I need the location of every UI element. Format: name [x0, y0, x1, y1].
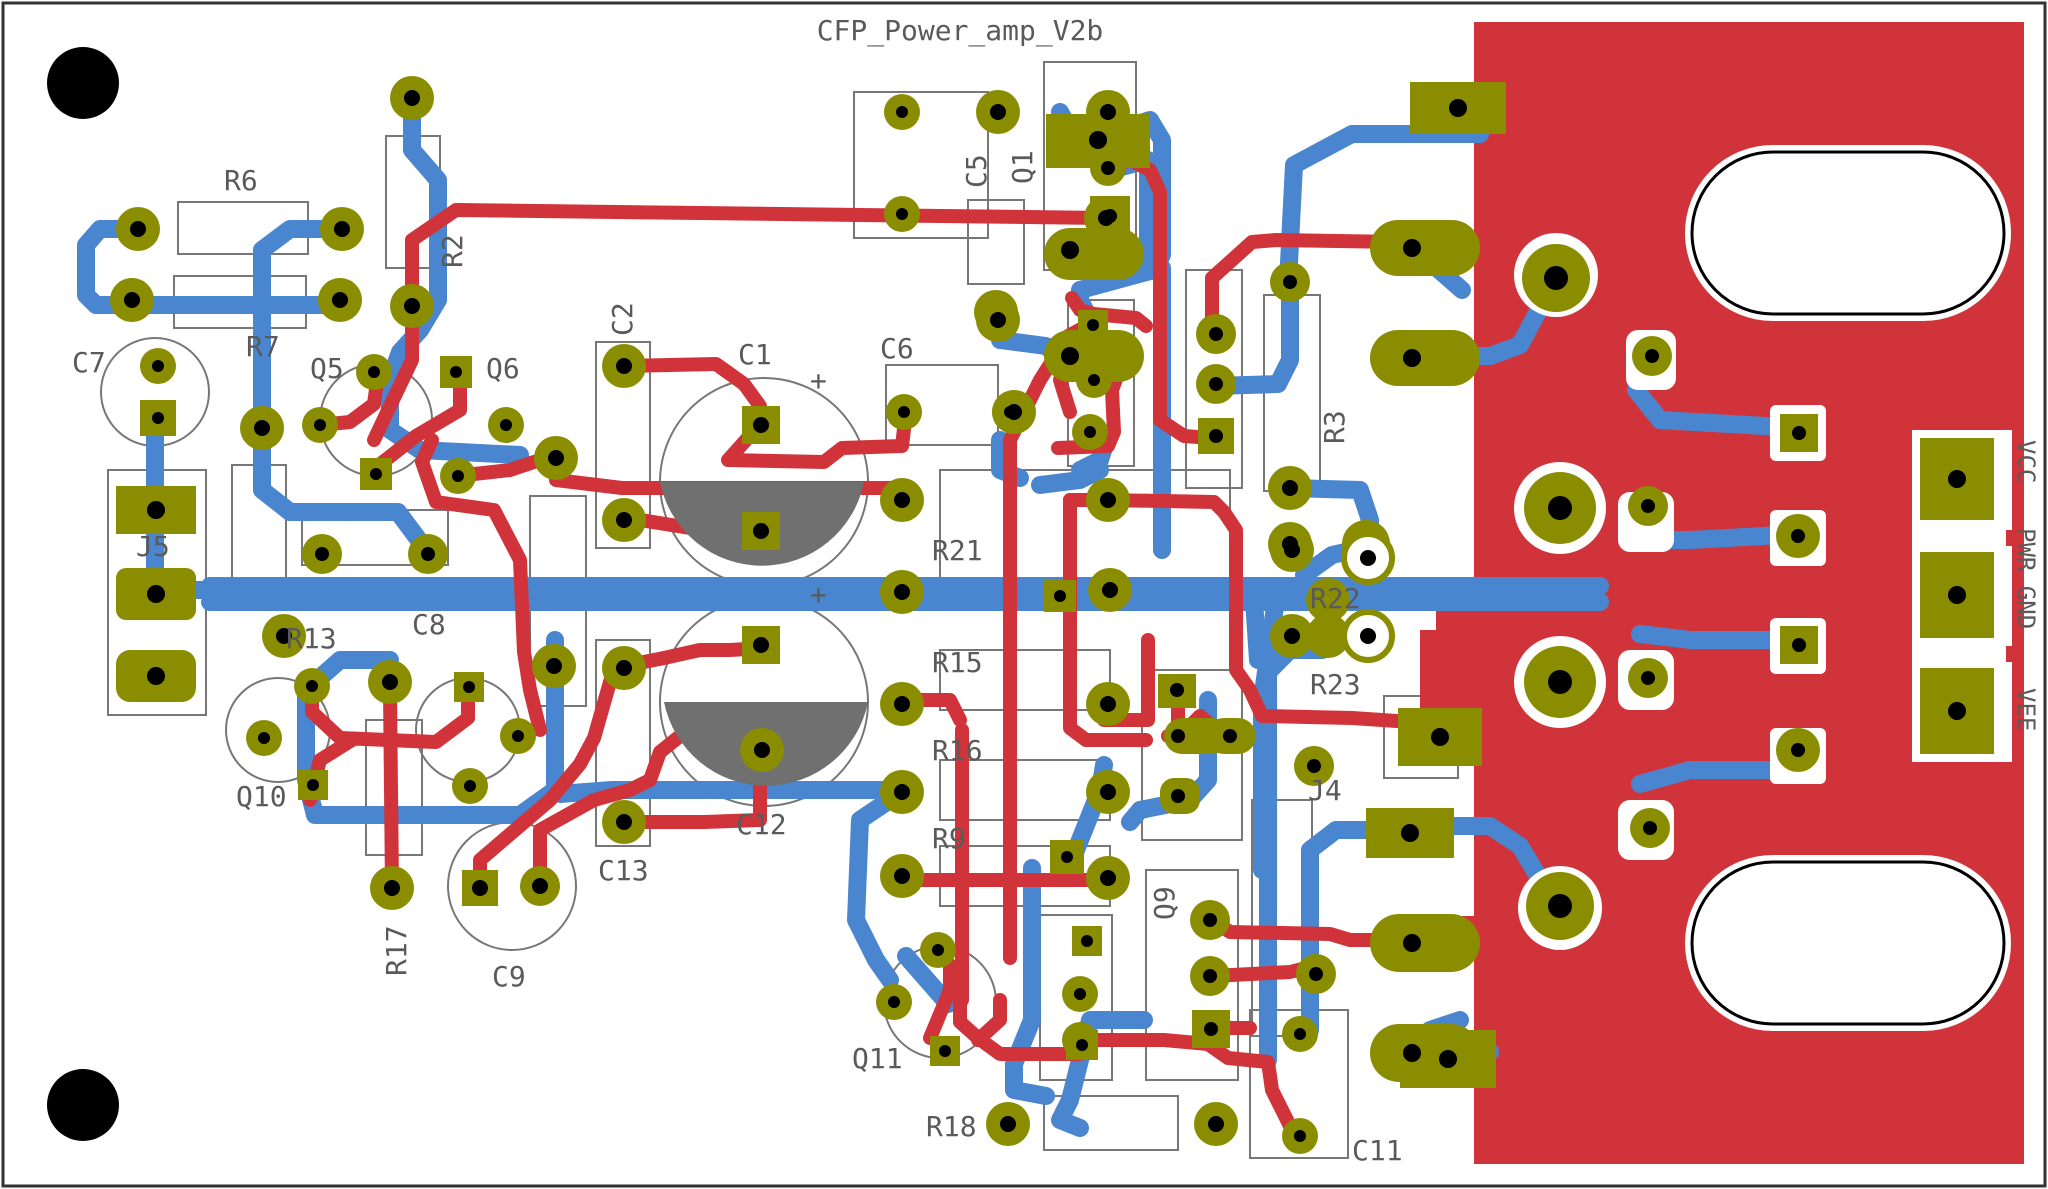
label-j5: J5	[136, 530, 170, 563]
heatsink-slot-top	[1685, 145, 2011, 321]
label-q10: Q10	[236, 780, 287, 813]
label-r3: R3	[1318, 410, 1351, 444]
label-q5: Q5	[310, 352, 344, 385]
label-j4: J4	[1308, 774, 1342, 807]
label-c8: C8	[412, 608, 446, 641]
label-r13: R13	[286, 622, 337, 655]
label-vee: VEE	[2012, 688, 2040, 731]
mounting-hole-bottom-left	[47, 1069, 119, 1141]
mounting-hole-top-left	[47, 47, 119, 119]
label-r21: R21	[932, 534, 983, 567]
label-r17: R17	[380, 925, 413, 976]
label-r15: R15	[932, 646, 983, 679]
label-r2: R2	[436, 234, 469, 268]
label-c12: C12	[736, 808, 787, 841]
label-c5: C5	[960, 154, 993, 188]
label-c9: C9	[492, 960, 526, 993]
label-q11: Q11	[852, 1042, 903, 1075]
label-r6: R6	[224, 164, 258, 197]
label-c1: C1	[738, 338, 772, 371]
label-plus-c1: +	[810, 364, 827, 397]
label-pwr-gnd: PWR GND	[2012, 528, 2040, 629]
label-c6: C6	[880, 332, 914, 365]
component-labels: R6 R7 R2 C7 Q5 Q6 C2 C1 + C6 C5 Q1 J5 R1…	[72, 150, 2040, 1167]
label-c7: C7	[72, 346, 106, 379]
label-q1: Q1	[1006, 150, 1039, 184]
label-r7: R7	[246, 330, 280, 363]
label-r18: R18	[926, 1110, 977, 1143]
label-vcc: VCC	[2012, 440, 2040, 483]
label-r16: R16	[932, 734, 983, 767]
board-title: CFP_Power_amp_V2b	[817, 14, 1104, 48]
label-r22: R22	[1310, 582, 1361, 615]
label-r9: R9	[932, 822, 966, 855]
label-c11: C11	[1352, 1134, 1403, 1167]
label-q9: Q9	[1148, 886, 1181, 920]
pads	[110, 76, 1994, 1154]
label-plus-c12: +	[810, 578, 827, 611]
label-c2: C2	[606, 302, 639, 336]
heatsink-slot-bottom	[1685, 855, 2011, 1031]
label-c13: C13	[598, 854, 649, 887]
label-q6: Q6	[486, 352, 520, 385]
label-r23: R23	[1310, 668, 1361, 701]
